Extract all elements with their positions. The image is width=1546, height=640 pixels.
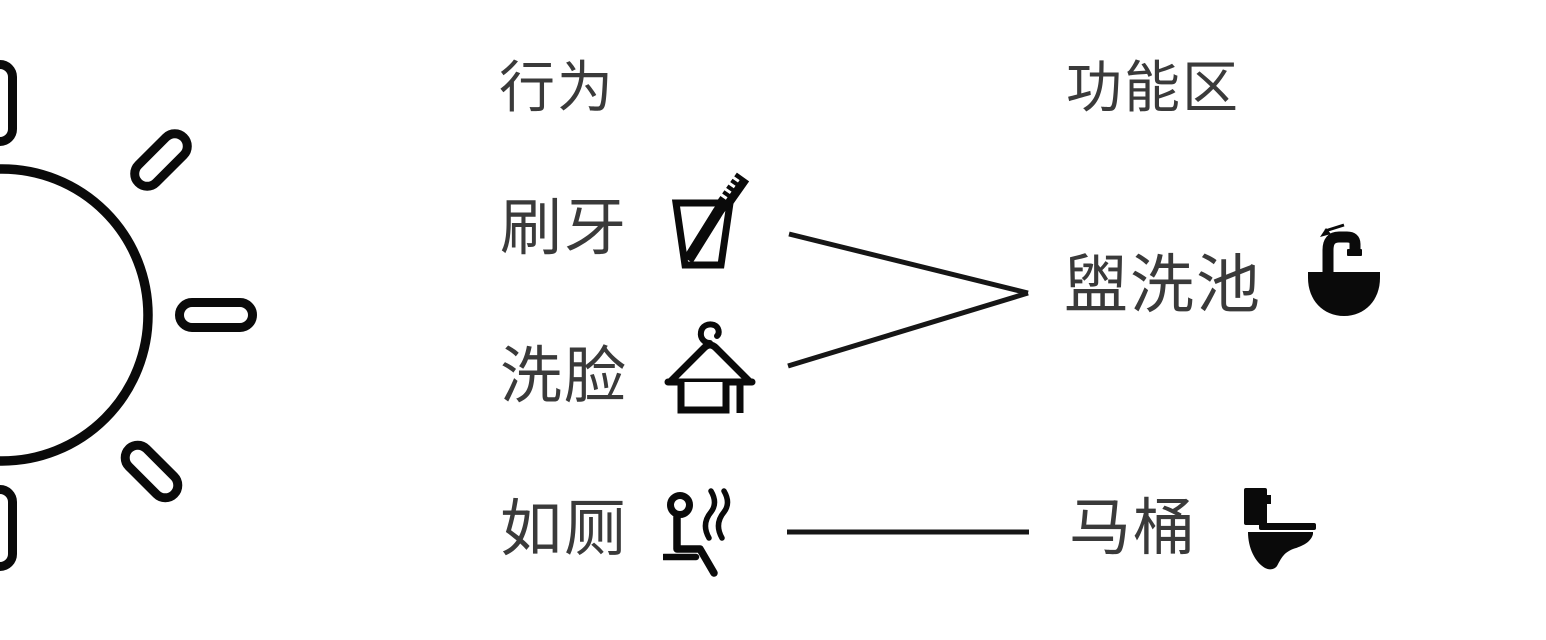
behavior-label-toileting: 如厕 [500,495,629,564]
sun-icon [0,60,257,571]
person-sitting-odor-icon [663,488,731,577]
behaviors-column-header: 行为 [499,56,615,119]
behavior-label-facewash: 洗脸 [500,342,629,411]
toothbrush-in-cup-icon [671,172,750,269]
washbasin-faucet-icon [1308,223,1380,316]
zone-label-washbasin: 盥洗池 [1064,249,1262,321]
connector-facewash-to-washbasin [787,290,1029,369]
towel-on-hanger-icon [664,321,756,414]
zone-label-toilet: 马桶 [1069,494,1198,563]
toilet-side-icon [1244,488,1316,570]
connector-brushing-to-washbasin [788,231,1029,296]
behavior-label-brushing: 刷牙 [500,194,629,263]
zones-column-header: 功能区 [1066,56,1240,119]
